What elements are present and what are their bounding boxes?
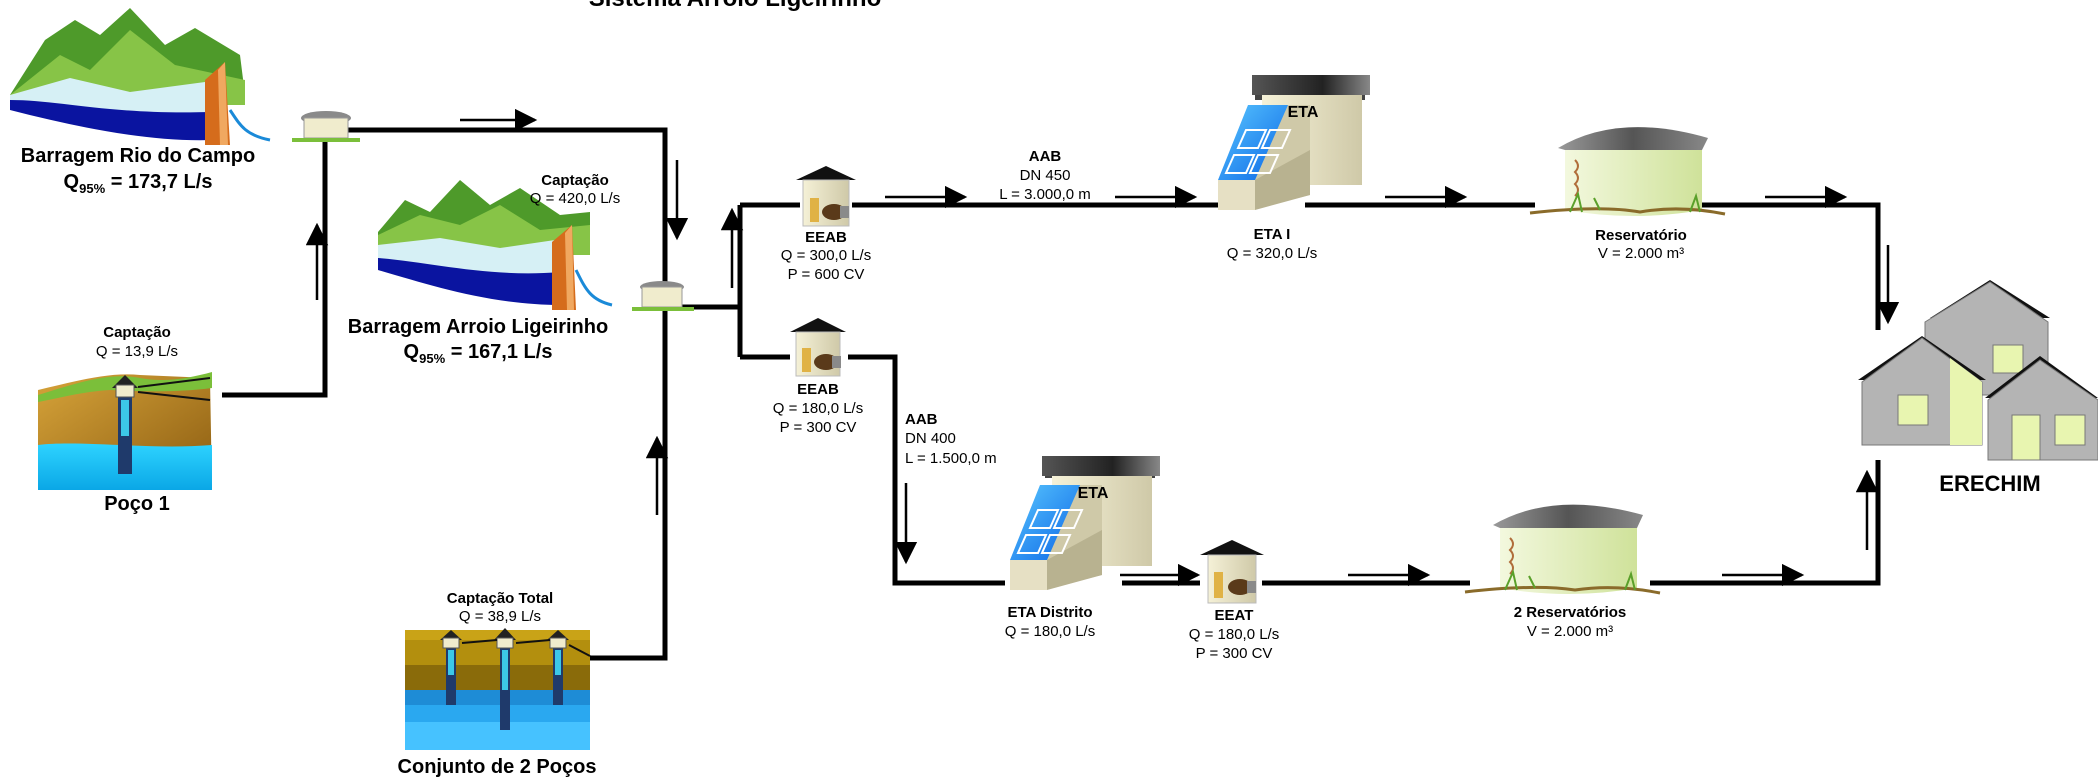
dam-rio-campo-illustration	[10, 8, 271, 145]
pipe-reservoirs-city	[1650, 460, 1881, 586]
pocos2-name: Conjunto de 2 Poços	[398, 756, 597, 778]
pipe-network	[222, 127, 1881, 661]
aab-bottom-l: L = 1.500,0 m	[905, 450, 997, 467]
aab-bottom-name: AAB	[905, 411, 938, 428]
eeab-bottom-q: Q = 180,0 L/s	[773, 400, 863, 417]
flow-arrows	[305, 108, 1900, 587]
eta1-q: Q = 320,0 L/s	[1227, 245, 1317, 262]
eeab-top-name: EEAB	[805, 229, 847, 246]
eeab-top-icon	[796, 166, 856, 227]
eeat-name: EEAT	[1215, 607, 1254, 624]
intake-rio-campo-icon	[292, 111, 360, 142]
aab-bottom-dn: DN 400	[905, 430, 956, 447]
poco1-captacao-label: Captação	[103, 324, 171, 341]
reservoirs-bottom-v: V = 2.000 m³	[1527, 623, 1613, 640]
aab-top-dn: DN 450	[1020, 167, 1071, 184]
aab-top-l: L = 3.000,0 m	[999, 186, 1091, 203]
arroio-captacao-q: Q = 420,0 L/s	[530, 190, 620, 207]
reservoir-top-v: V = 2.000 m³	[1598, 245, 1684, 262]
poco1-illustration	[38, 372, 212, 490]
eta-distrito-q: Q = 180,0 L/s	[1005, 623, 1095, 640]
pocos2-captacao-label: Captação Total	[447, 590, 553, 607]
eeat-p: P = 300 CV	[1196, 645, 1273, 662]
eta1-name: ETA I	[1254, 226, 1291, 243]
city-name: ERECHIM	[1939, 471, 2040, 496]
eta1-roof-label: ETA	[1288, 104, 1319, 121]
reservoirs-bottom-illustration	[1464, 504, 1661, 595]
pipe-rio-campo	[318, 127, 668, 300]
eeab-bottom-name: EEAB	[797, 381, 839, 398]
pipe-aab-bottom	[848, 354, 1005, 586]
reservoir-top-name: Reservatório	[1595, 227, 1687, 244]
pocos2-illustration	[405, 628, 591, 750]
pipe-poco1	[222, 130, 328, 398]
eeat-q: Q = 180,0 L/s	[1189, 626, 1279, 643]
pipe-pocos2	[588, 300, 668, 661]
intake-junction-icon	[632, 281, 694, 311]
arroio-q: Q95% = 167,1 L/s	[404, 341, 553, 366]
eeab-top-p: P = 600 CV	[788, 266, 865, 283]
pipe-reservoir-city	[1700, 202, 1881, 330]
pocos2-q: Q = 38,9 L/s	[459, 608, 541, 625]
reservoirs-bottom-name: 2 Reservatórios	[1514, 604, 1627, 621]
poco1-name: Poço 1	[104, 493, 170, 515]
eta-distrito-roof-label: ETA	[1078, 485, 1109, 502]
city-houses-illustration	[1858, 280, 2098, 461]
eta1-illustration: ETA	[1218, 75, 1370, 210]
eeab-bottom-p: P = 300 CV	[780, 419, 857, 436]
aab-top-name: AAB	[1029, 148, 1062, 165]
arroio-name: Barragem Arroio Ligeirinho	[348, 316, 608, 338]
arroio-captacao-label: Captação	[541, 172, 609, 189]
eeab-top-q: Q = 300,0 L/s	[781, 247, 871, 264]
diagram-title: Sistema Arroio Ligeirinho	[589, 0, 882, 12]
reservoir-top-illustration	[1529, 127, 1726, 216]
eeab-bottom-icon	[790, 318, 846, 377]
dam-arroio-illustration	[378, 180, 613, 310]
eeat-icon	[1200, 540, 1264, 604]
eta-distrito-illustration: ETA	[1010, 456, 1160, 590]
poco1-q: Q = 13,9 L/s	[96, 343, 178, 360]
eta-distrito-name: ETA Distrito	[1008, 604, 1093, 621]
rio-campo-name: Barragem Rio do Campo	[21, 145, 255, 167]
rio-campo-q: Q95% = 173,7 L/s	[64, 171, 213, 196]
